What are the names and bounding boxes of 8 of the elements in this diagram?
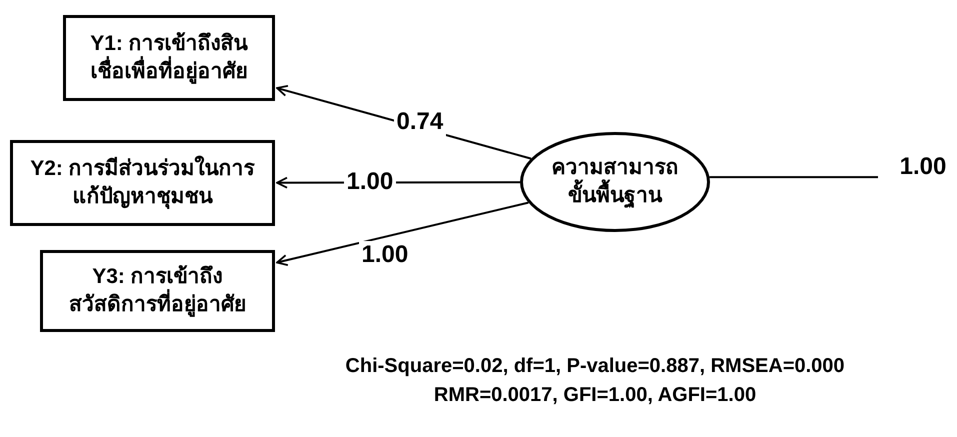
fit-statistics: Chi-Square=0.02, df=1, P-value=0.887, RMSEA=0.000 RMR=0.0017, GFI=1.00, AGFI=1.00 bbox=[344, 354, 846, 408]
variable-box: Y3: การเข้าถึงสวัสดิการที่อยู่อาศัย bbox=[40, 250, 275, 332]
arrow bbox=[276, 202, 529, 266]
connector-line bbox=[710, 176, 878, 178]
variable-box: Y1: การเข้าถึงสินเชื่อเพื่อที่อยู่อาศัย bbox=[63, 15, 275, 101]
variable-box: Y2: การมีส่วนร่วมในการแก้ปัญหาชุมชน bbox=[10, 140, 275, 226]
error-value: 1.00 bbox=[890, 150, 956, 184]
latent-ellipse: ความสามารถขั้นพื้นฐาน bbox=[520, 132, 710, 232]
